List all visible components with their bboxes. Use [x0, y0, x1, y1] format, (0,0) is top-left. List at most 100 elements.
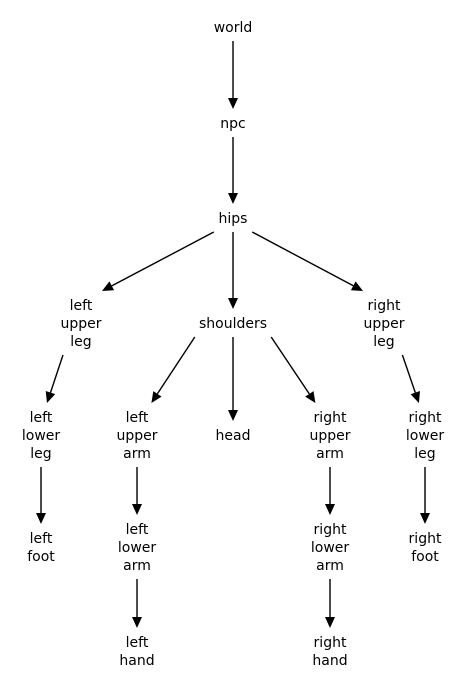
node-label-line: right [409, 410, 442, 426]
node-label-line: upper [309, 428, 350, 444]
node-label-line: upper [363, 316, 404, 332]
edge-npc-to-hips [228, 137, 238, 204]
node-right-lower-leg: right lower leg [406, 410, 445, 462]
node-label-line: shoulders [199, 316, 267, 332]
edge-shoulders-to-right-upper-arm [270, 336, 316, 403]
node-label: npc [220, 116, 245, 132]
node-right-hand: right hand [312, 635, 347, 669]
node-label-line: leg [70, 334, 91, 350]
node-label: right hand [312, 635, 347, 669]
arrowhead [151, 391, 162, 403]
node-left-lower-leg: left lower leg [22, 410, 61, 462]
node-label-line: right [314, 635, 347, 651]
edge-right-lower-leg-to-right-foot [420, 467, 430, 524]
edge-line [111, 231, 215, 287]
node-label-line: leg [414, 446, 435, 462]
arrowhead [36, 513, 46, 524]
node-label-line: left [126, 410, 149, 426]
arrowhead [420, 513, 430, 524]
edge-world-to-npc [228, 41, 238, 109]
node-label-line: hips [219, 211, 248, 227]
edge-right-upper-leg-to-right-lower-leg [401, 354, 420, 403]
node-label-line: leg [30, 446, 51, 462]
node-right-upper-arm: right upper arm [309, 410, 350, 462]
edge-left-lower-leg-to-left-foot [36, 467, 46, 524]
arrowhead [350, 281, 363, 291]
node-label-line: arm [123, 558, 151, 574]
arrowhead [228, 410, 238, 421]
node-label-line: arm [123, 446, 151, 462]
node-shoulders: shoulders [199, 316, 267, 332]
node-label-line: right [314, 522, 347, 538]
node-label-line: lower [118, 540, 157, 556]
edge-hips-to-left-upper-leg [102, 231, 215, 291]
edge-line [251, 231, 354, 287]
node-label: head [216, 428, 251, 444]
node-label: left lower arm [118, 522, 157, 574]
node-world: world [214, 20, 253, 36]
edge-line [270, 336, 310, 395]
node-label-line: right [409, 531, 442, 547]
node-label: left lower leg [22, 410, 61, 462]
edge-left-upper-leg-to-left-lower-leg [45, 354, 64, 403]
edge-right-lower-arm-to-right-hand [325, 579, 335, 628]
node-label-line: lower [22, 428, 61, 444]
node-label-line: left [70, 298, 93, 314]
node-label-line: upper [60, 316, 101, 332]
node-label-line: left [30, 410, 53, 426]
node-label: shoulders [199, 316, 267, 332]
edge-line [401, 354, 416, 393]
edges-layer [36, 41, 430, 628]
node-right-foot: right foot [409, 531, 442, 565]
node-label: right upper arm [309, 410, 350, 462]
node-left-lower-arm: left lower arm [118, 522, 157, 574]
node-label: right foot [409, 531, 442, 565]
arrowhead [132, 504, 142, 515]
node-label-line: head [216, 428, 251, 444]
arrowhead [228, 98, 238, 109]
edge-hips-to-right-upper-leg [251, 231, 363, 291]
node-hips: hips [219, 211, 248, 227]
edge-left-lower-arm-to-left-hand [132, 579, 142, 628]
node-label-line: arm [316, 558, 344, 574]
arrowhead [228, 193, 238, 204]
edge-shoulders-to-left-upper-arm [151, 336, 196, 403]
arrowhead [325, 504, 335, 515]
node-label: left upper leg [60, 298, 101, 350]
node-label-line: lower [311, 540, 350, 556]
edge-line [49, 354, 64, 393]
node-label: world [214, 20, 253, 36]
node-right-lower-arm: right lower arm [311, 522, 350, 574]
edge-hips-to-shoulders [228, 232, 238, 309]
node-npc: npc [220, 116, 245, 132]
node-label-line: arm [316, 446, 344, 462]
arrowhead [228, 298, 238, 309]
node-left-upper-leg: left upper leg [60, 298, 101, 350]
node-label: hips [219, 211, 248, 227]
node-label-line: foot [411, 549, 439, 565]
edge-left-upper-arm-to-left-lower-arm [132, 467, 142, 515]
edge-shoulders-to-head [228, 337, 238, 421]
node-head: head [216, 428, 251, 444]
arrowhead [410, 391, 420, 403]
node-label-line: foot [27, 549, 55, 565]
node-label-line: npc [220, 116, 245, 132]
node-label-line: hand [312, 653, 347, 669]
arrowhead [45, 391, 56, 403]
edge-right-upper-arm-to-right-lower-arm [325, 467, 335, 515]
node-label: right lower arm [311, 522, 350, 574]
node-label-line: lower [406, 428, 445, 444]
node-label-line: left [126, 635, 149, 651]
arrowhead [102, 281, 115, 291]
node-label-line: right [314, 410, 347, 426]
node-label-line: left [126, 522, 149, 538]
arrowhead [132, 617, 142, 628]
